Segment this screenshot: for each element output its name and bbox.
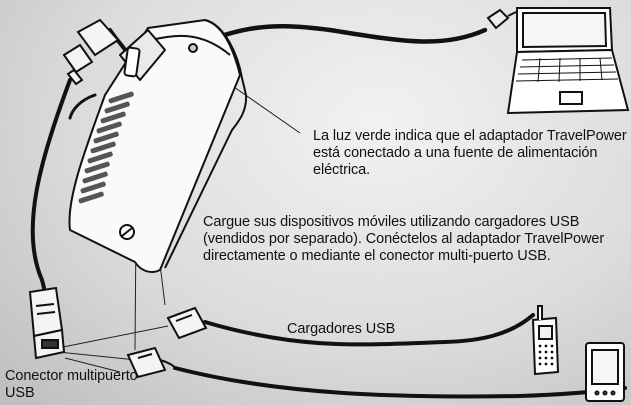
leader-line-multiport-b — [57, 351, 137, 361]
multiport-connector-label: Conector multipuerto USB — [5, 368, 138, 401]
green-light-caption: La luz verde indica que el adaptador Tra… — [313, 128, 627, 178]
multiport-connector-icon — [28, 286, 66, 360]
mobile-phone-icon — [531, 305, 560, 376]
usb-chargers-label: Cargadores USB — [287, 321, 396, 337]
usb-cable-phone — [203, 313, 535, 347]
laptop-icon — [486, 7, 630, 115]
usb-plug-icon-second — [126, 346, 177, 379]
charge-devices-caption: Cargue sus dispositivos móviles utilizan… — [203, 214, 605, 264]
adapter-small-cable — [68, 93, 97, 120]
power-plug-icon — [62, 18, 120, 86]
leader-line-multiport-c — [64, 357, 121, 373]
pda-icon — [585, 342, 625, 402]
travelpower-adapter-icon — [68, 19, 248, 273]
leader-line-multiport-a — [57, 325, 169, 349]
adapter-vent-grille — [78, 91, 134, 204]
usb-plug-icon — [166, 306, 208, 340]
